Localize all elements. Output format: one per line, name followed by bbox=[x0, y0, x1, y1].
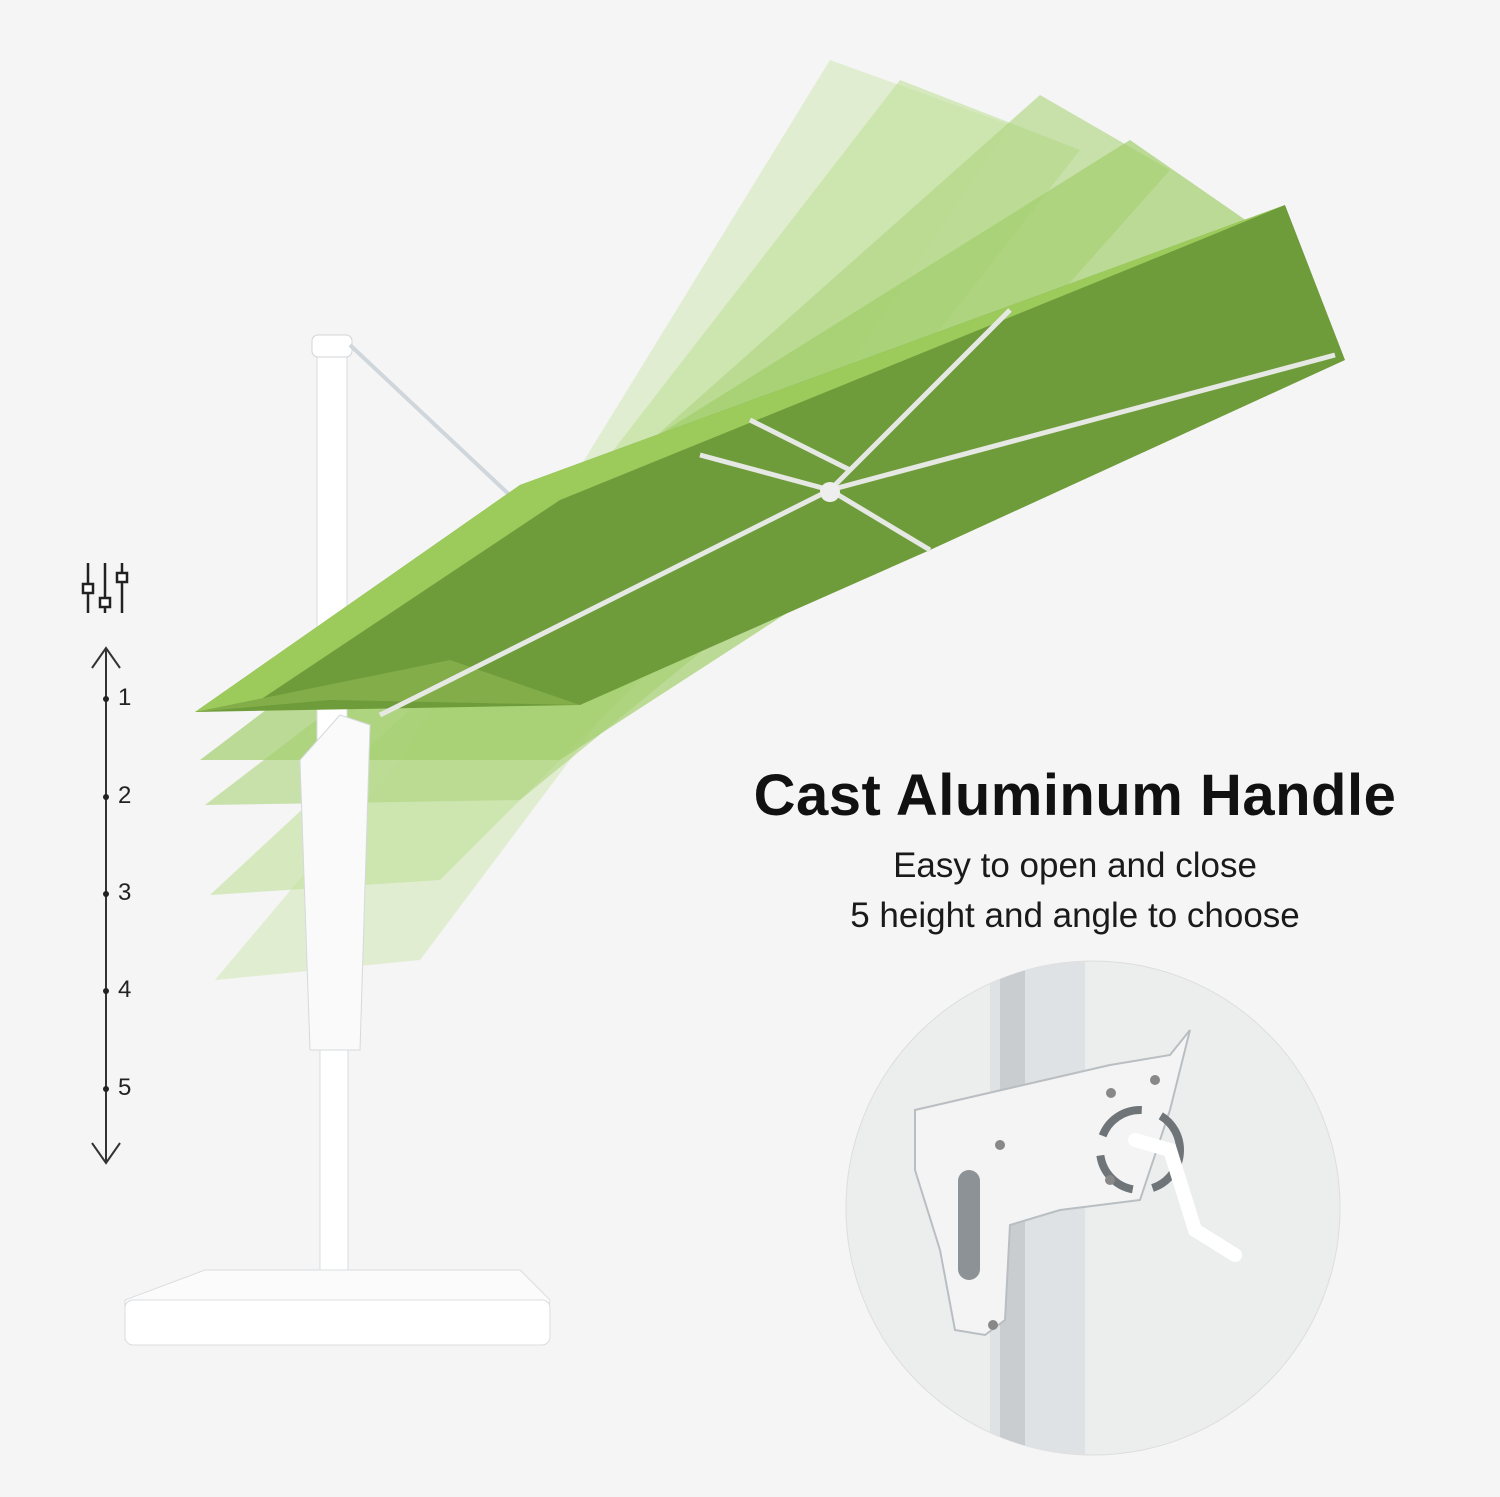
umbrella-base bbox=[124, 1269, 551, 1346]
level-3-label: 3 bbox=[118, 879, 132, 906]
level-2-label: 2 bbox=[118, 782, 132, 809]
feature-line-1: Easy to open and close bbox=[893, 846, 1257, 885]
level-1-label: 1 bbox=[118, 684, 132, 711]
level-5-label: 5 bbox=[118, 1074, 132, 1101]
main-canopy bbox=[195, 205, 1345, 718]
level-4-label: 4 bbox=[118, 976, 132, 1003]
feature-line-2: 5 height and angle to choose bbox=[850, 896, 1300, 935]
feature-heading: Cast Aluminum Handle bbox=[753, 763, 1397, 828]
